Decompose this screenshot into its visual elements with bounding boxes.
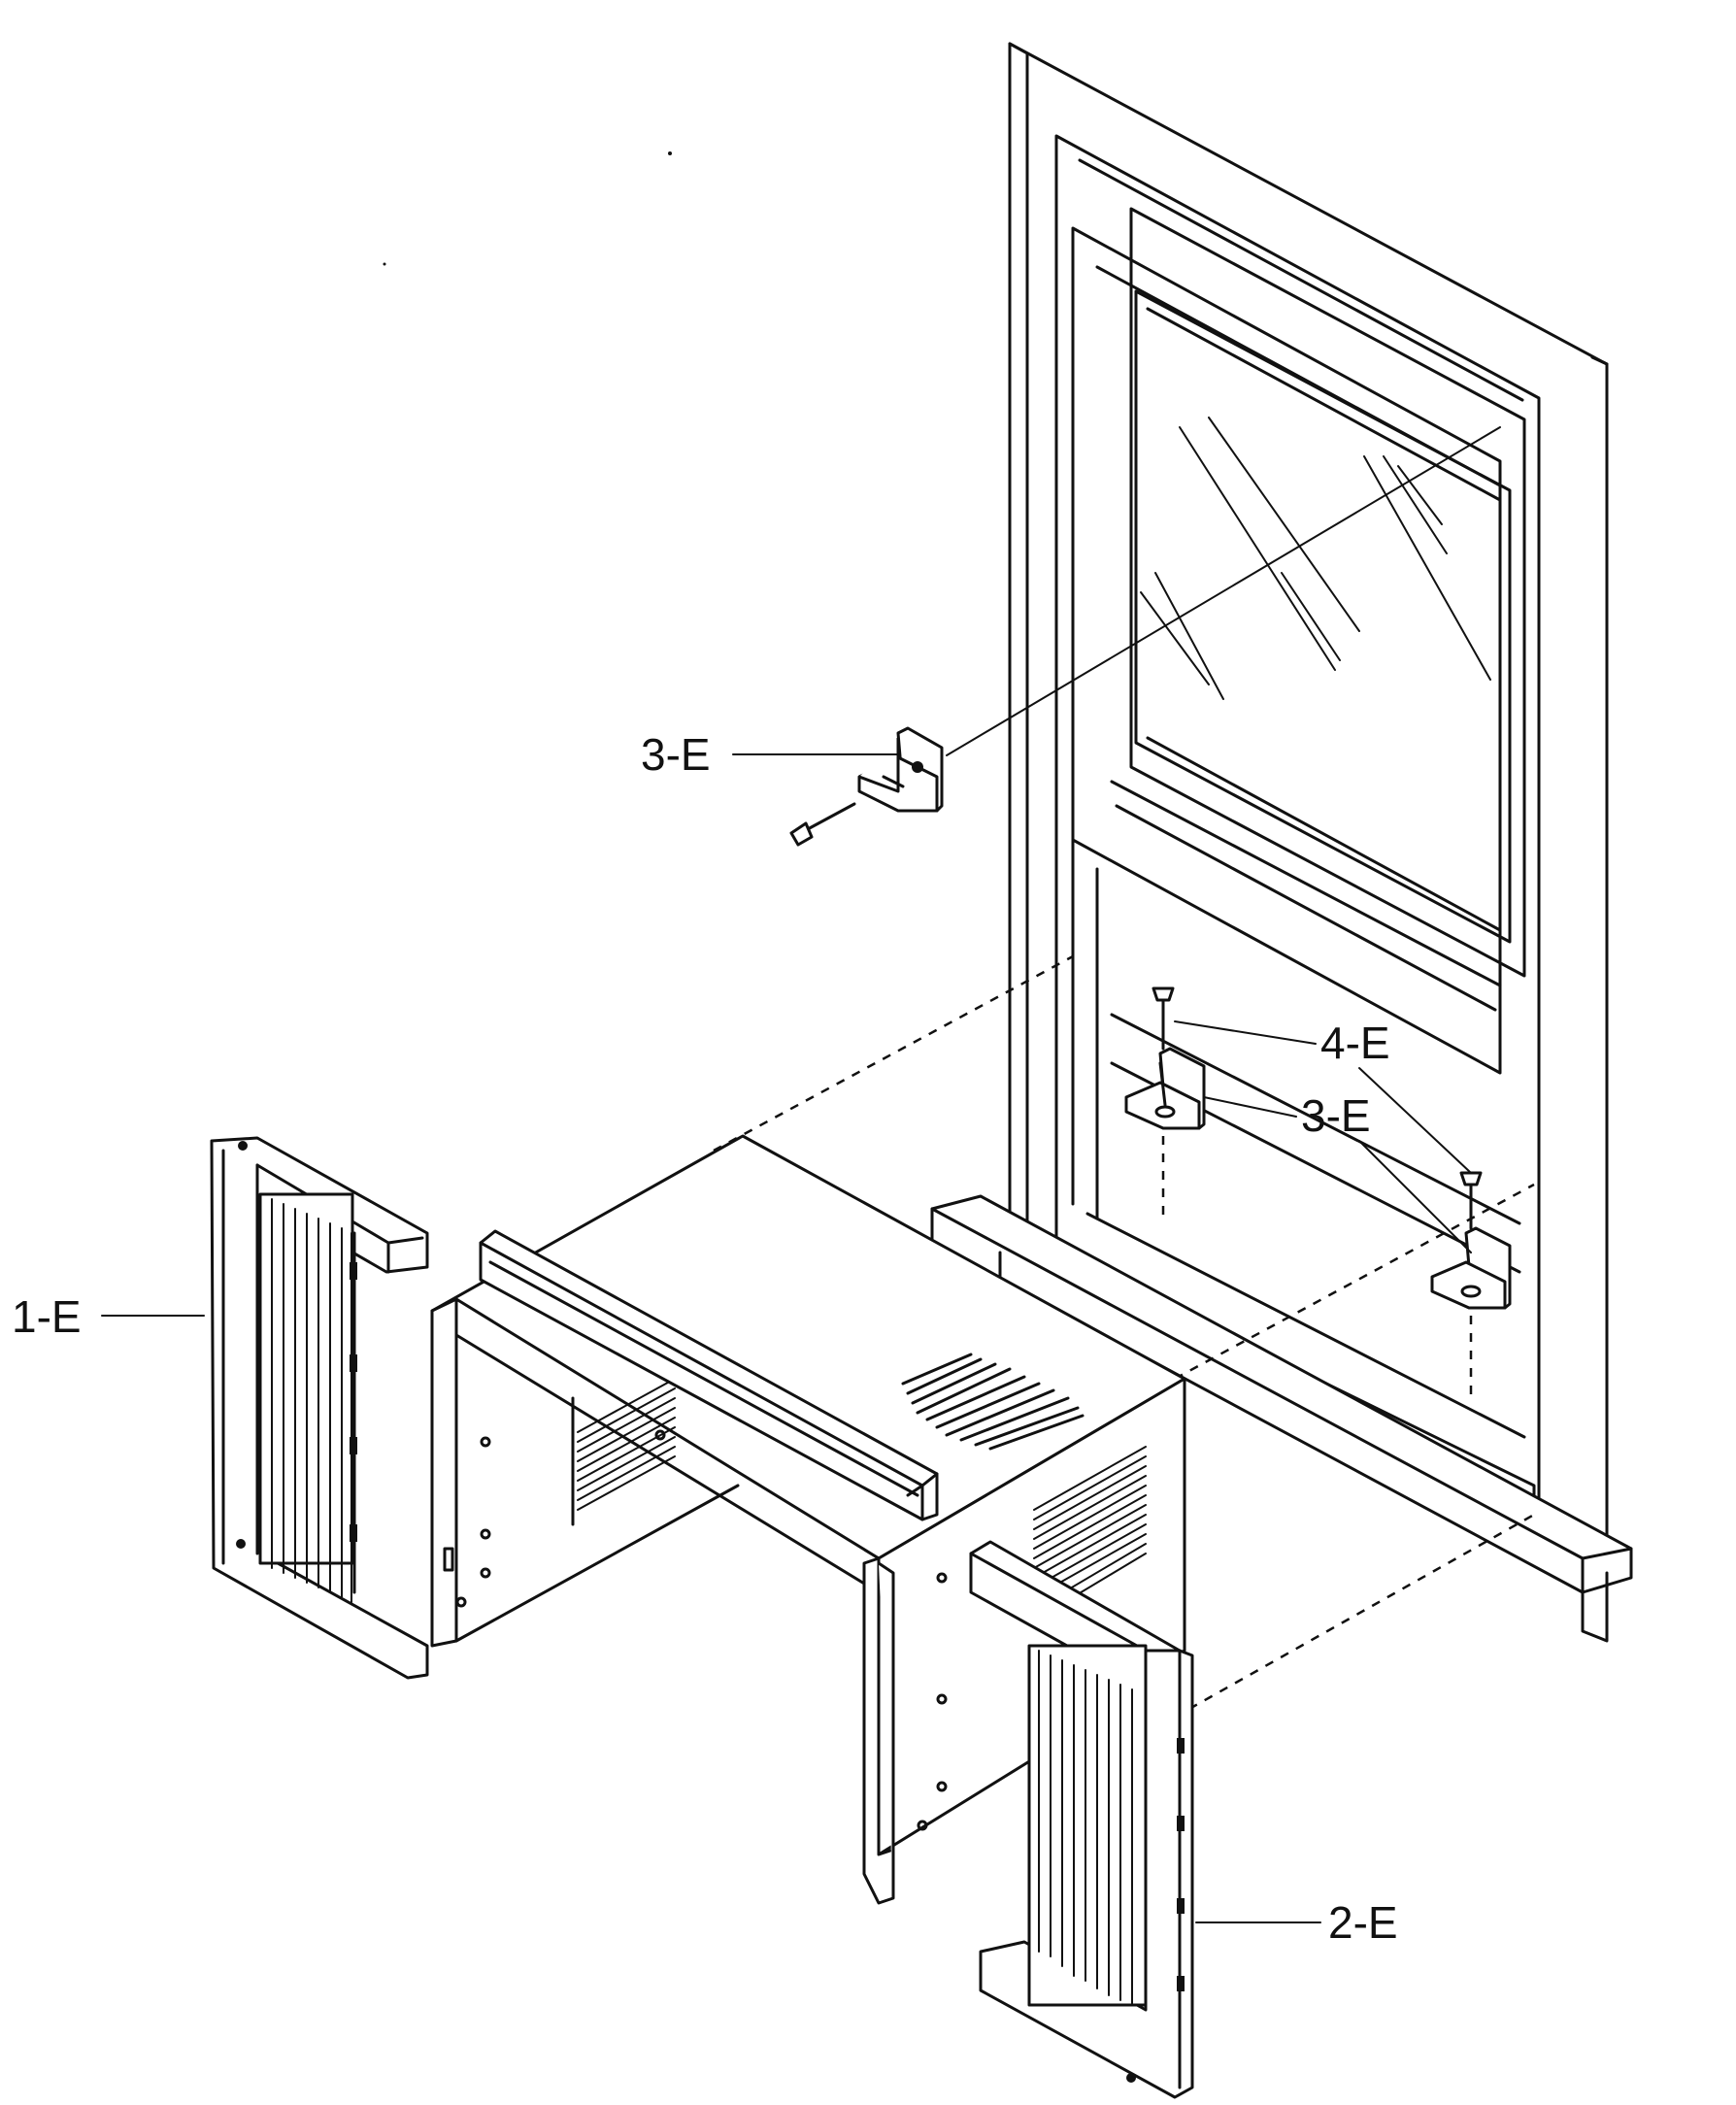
side-louvers [1033,1446,1147,1613]
callout-1e: 1-E [12,1291,82,1342]
curtain-pleats-left [258,1192,354,1603]
callout-2e: 2-E [1328,1897,1398,1948]
upper-bracket [789,726,944,847]
alignment-lines [713,426,1535,1711]
glass-reflection [1140,417,1491,700]
callout-4e: 4-E [1320,1018,1390,1068]
curtain-pleats-right [1027,1644,1148,2007]
window-assembly [930,42,1633,1643]
glass-pane [1134,289,1512,944]
upper-sash [1129,207,1526,978]
right-side-curtain [969,1540,1194,2099]
lower-bracket-left [1124,986,1206,1223]
inner-louvers [577,1378,676,1511]
callouts: 3-E 4-E 3-E 1-E 2-E [12,729,1472,1948]
lower-bracket-right [1430,1171,1512,1398]
callout-3e-lower: 3-E [1301,1090,1371,1141]
callout-3e-upper: 3-E [641,729,711,780]
top-louvers [901,1353,1085,1451]
top-rail [479,1229,939,1521]
left-side-curtain [210,1136,429,1680]
